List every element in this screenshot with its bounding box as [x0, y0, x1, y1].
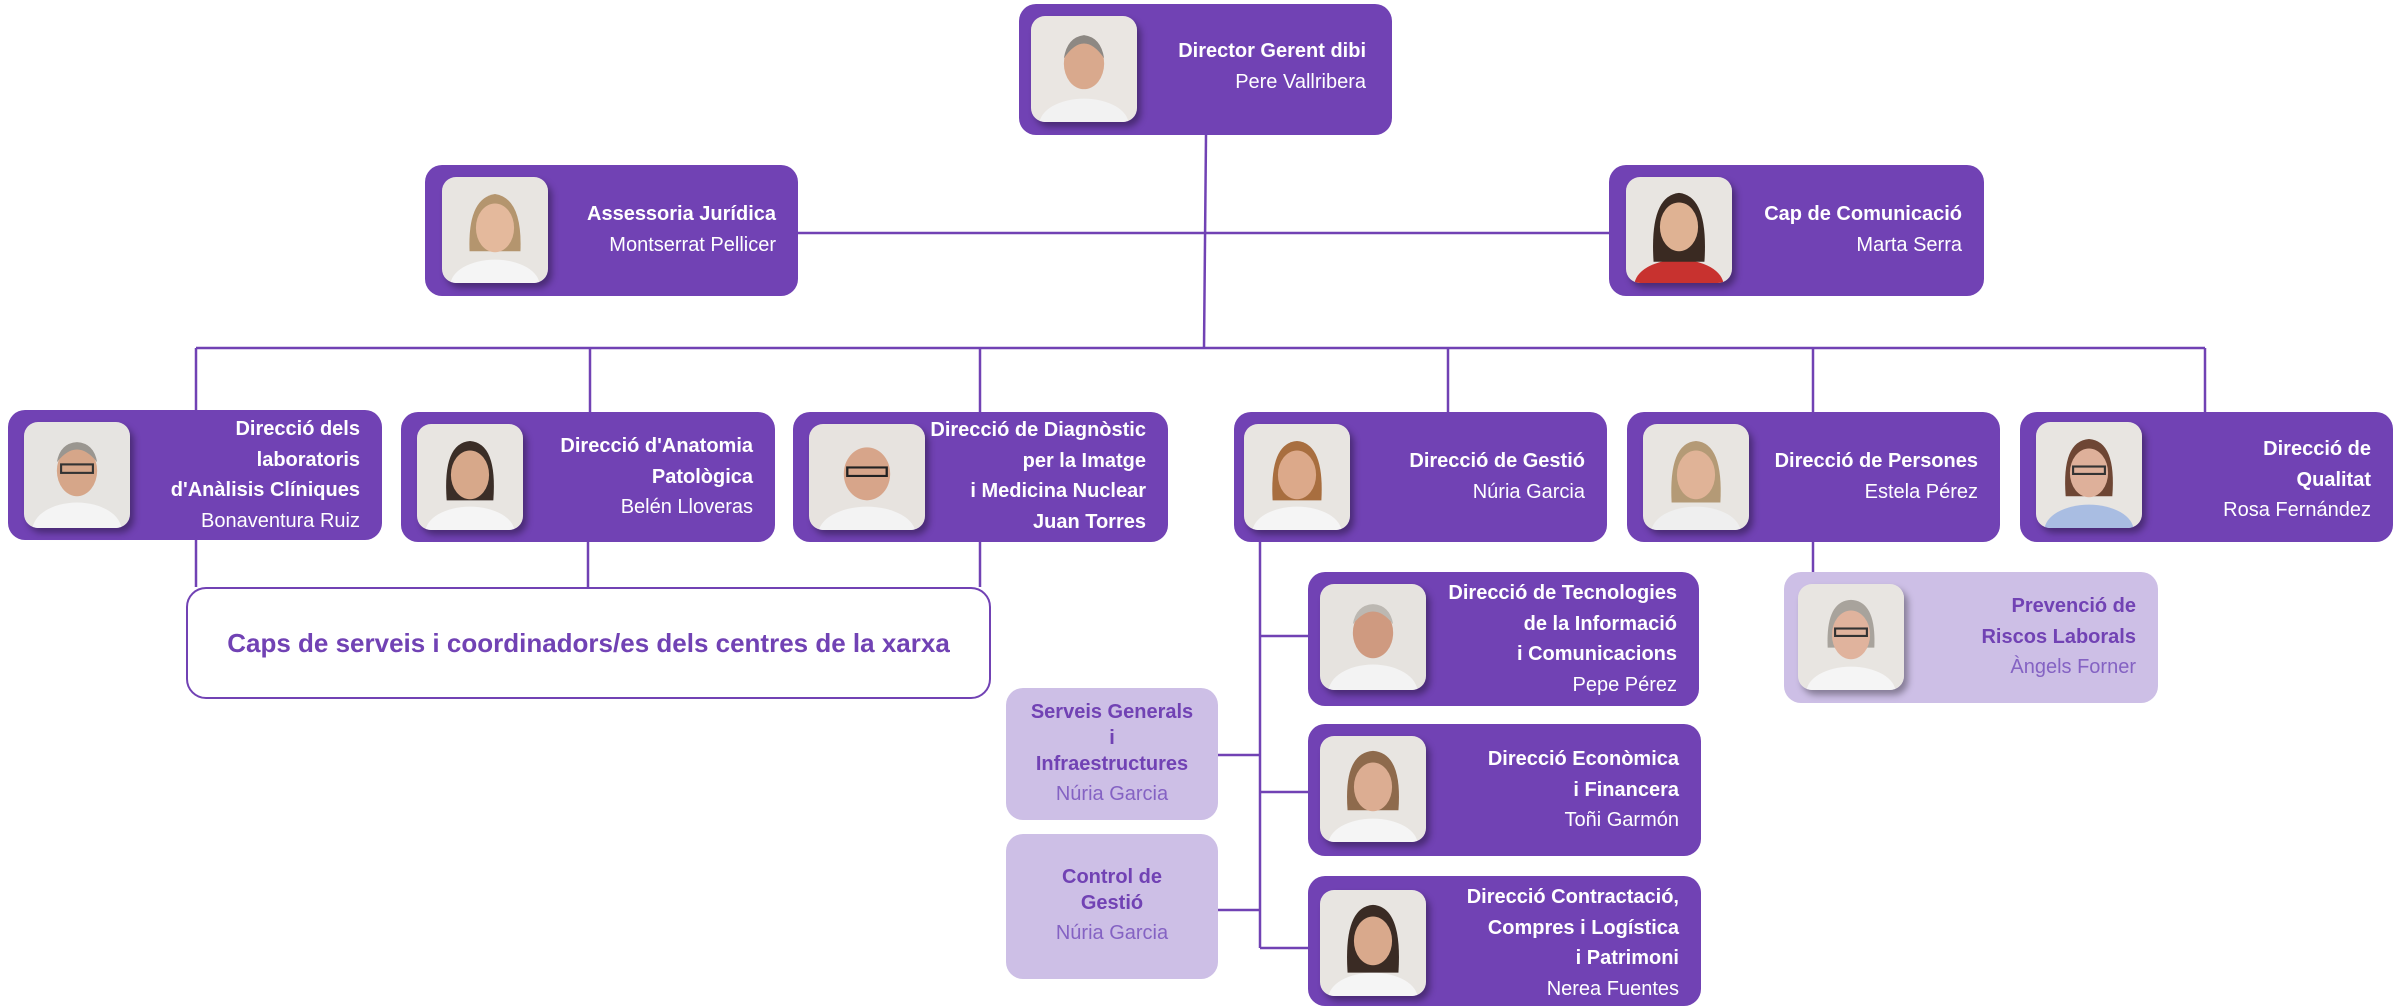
laboratoris-title-line-2: laboratoris: [256, 448, 360, 471]
economica-photo: [1320, 736, 1426, 842]
persones-node: Direcció de Persones Estela Pérez: [1627, 412, 2000, 542]
tecnologies-title-line-2: de la Informació: [1523, 612, 1677, 635]
diagnostic-title-line-4: Juan Torres: [1033, 510, 1146, 533]
prevencio-name: Àngels Forner: [2010, 656, 2136, 678]
comunicacio-title: Cap de Comunicació: [1764, 203, 1962, 225]
diagnostic-title-line-3: i Medicina Nuclear: [970, 480, 1146, 502]
laboratoris-title-line-1: Direcció dels: [235, 418, 360, 440]
serveis-title-line-3: Infraestructures: [1035, 753, 1189, 775]
director-name: Pere Vallribera: [1235, 70, 1366, 93]
tecnologies-node: Direcció de Tecnologies de la Informació…: [1308, 572, 1699, 706]
contractacio-name: Nerea Fuentes: [1546, 977, 1679, 1000]
anatomia-title-line-2: Patològica: [651, 465, 753, 488]
comunicacio-node: Cap de Comunicació Marta Serra: [1609, 165, 1984, 296]
control-node: Control de Gestió Núria Garcia: [1006, 834, 1218, 979]
gestio-name: Núria Garcia: [1472, 480, 1585, 503]
qualitat-node: Direcció de Qualitat Rosa Fernández: [2020, 412, 2393, 542]
persones-photo: [1643, 424, 1749, 530]
director-node: Director Gerent dibi Pere Vallribera: [1019, 4, 1392, 135]
assessoria-photo: [442, 177, 548, 283]
serveis-node: Serveis Generals i Infraestructures Núri…: [1006, 688, 1218, 820]
economica-title-line-2: i Financera: [1573, 778, 1679, 801]
qualitat-photo: [2036, 422, 2142, 528]
anatomia-name: Belén Lloveras: [620, 496, 753, 518]
persones-name: Estela Pérez: [1864, 480, 1978, 503]
control-title-line-1: Control de: [1062, 866, 1162, 888]
qualitat-title-line-2: Qualitat: [2296, 468, 2371, 491]
assessoria-node: Assessoria Jurídica Montserrat Pellicer: [425, 165, 798, 296]
contractacio-title-line-2: Compres i Logística: [1487, 916, 1679, 939]
tecnologies-title-line-1: Direcció de Tecnologies: [1448, 582, 1677, 604]
anatomia-node: Direcció d'Anatomia Patològica Belén Llo…: [401, 412, 775, 542]
anatomia-title-line-1: Direcció d'Anatomia: [560, 435, 753, 457]
serveis-title-line-2: i: [1109, 727, 1115, 749]
contractacio-photo: [1320, 890, 1426, 996]
qualitat-name: Rosa Fernández: [2223, 499, 2371, 521]
control-title-line-2: Gestió: [1080, 892, 1144, 914]
serveis-name: Núria Garcia: [1055, 783, 1169, 805]
contractacio-title-line-3: i Patrimoni: [1575, 947, 1679, 969]
economica-node: Direcció Econòmica i Financera Toñi Garm…: [1308, 724, 1701, 856]
persones-title: Direcció de Persones: [1774, 450, 1978, 472]
director-photo: [1031, 16, 1137, 122]
prevencio-photo: [1798, 584, 1904, 690]
serveis-title-line-1: Serveis Generals: [1030, 701, 1194, 723]
prevencio-title-line-1: Prevenció de: [2011, 595, 2136, 617]
assessoria-title: Assessoria Jurídica: [587, 203, 776, 225]
caps-serveis-box: Caps de serveis i coordinadors/es dels c…: [186, 587, 991, 699]
diagnostic-photo: [809, 424, 925, 530]
qualitat-title-line-1: Direcció de: [2263, 438, 2371, 460]
gestio-node: Direcció de Gestió Núria Garcia: [1234, 412, 1607, 542]
contractacio-node: Direcció Contractació, Compres i Logísti…: [1308, 876, 1701, 1006]
prevencio-title-line-2: Riscos Laborals: [1981, 625, 2136, 648]
director-title: Director Gerent dibi: [1178, 40, 1366, 62]
comunicacio-photo: [1626, 177, 1732, 283]
comunicacio-name: Marta Serra: [1856, 233, 1962, 256]
laboratoris-title-line-3: d'Anàlisis Clíniques: [170, 479, 360, 501]
laboratoris-photo: [24, 422, 130, 528]
laboratoris-name: Bonaventura Ruiz: [201, 509, 360, 532]
tecnologies-photo: [1320, 584, 1426, 690]
gestio-title: Direcció de Gestió: [1409, 450, 1585, 472]
economica-title-line-1: Direcció Econòmica: [1487, 748, 1679, 770]
anatomia-photo: [417, 424, 523, 530]
gestio-photo: [1244, 424, 1350, 530]
diagnostic-node: Direcció de Diagnòstic per la Imatge i M…: [793, 412, 1168, 542]
economica-name: Toñi Garmón: [1564, 809, 1680, 831]
laboratoris-node: Direcció dels laboratoris d'Anàlisis Clí…: [8, 410, 382, 540]
assessoria-name: Montserrat Pellicer: [609, 233, 776, 256]
diagnostic-title-line-2: per la Imatge: [1022, 449, 1146, 472]
tecnologies-name: Pepe Pérez: [1572, 673, 1677, 696]
diagnostic-title-line-1: Direcció de Diagnòstic: [930, 419, 1146, 441]
prevencio-node: Prevenció de Riscos Laborals Àngels Forn…: [1784, 572, 2158, 703]
control-name: Núria Garcia: [1055, 922, 1169, 944]
tecnologies-title-line-3: i Comunicacions: [1516, 643, 1677, 665]
contractacio-title-line-1: Direcció Contractació,: [1466, 886, 1679, 908]
